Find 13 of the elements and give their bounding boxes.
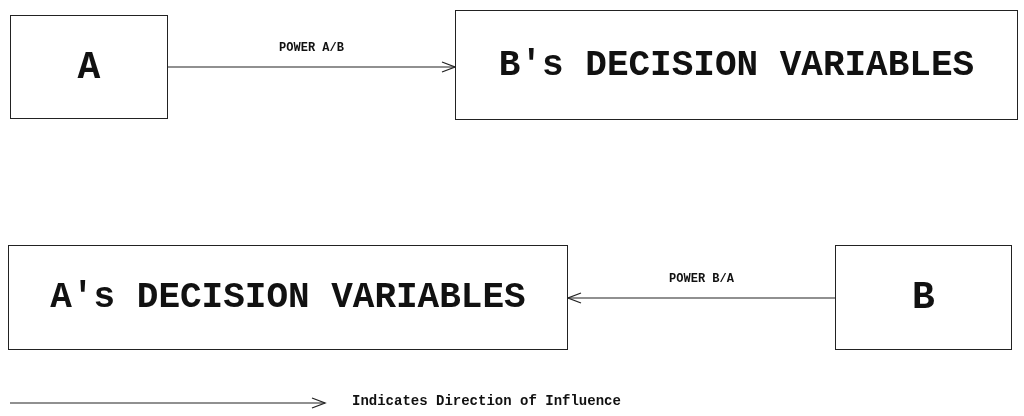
legend-text: Indicates Direction of Influence — [352, 393, 621, 409]
box-label: A — [77, 45, 101, 89]
box-label: B's DECISION VARIABLES — [498, 44, 975, 86]
box — [8, 245, 568, 350]
edge-label: POWER B/A — [669, 272, 734, 286]
box — [835, 245, 1012, 350]
box-label: B — [912, 276, 935, 319]
box-label: A's DECISION VARIABLES — [50, 277, 526, 318]
box — [455, 10, 1018, 120]
edge-label: POWER A/B — [279, 41, 344, 55]
arrow — [567, 292, 836, 304]
box — [10, 15, 168, 119]
arrow — [167, 61, 456, 73]
